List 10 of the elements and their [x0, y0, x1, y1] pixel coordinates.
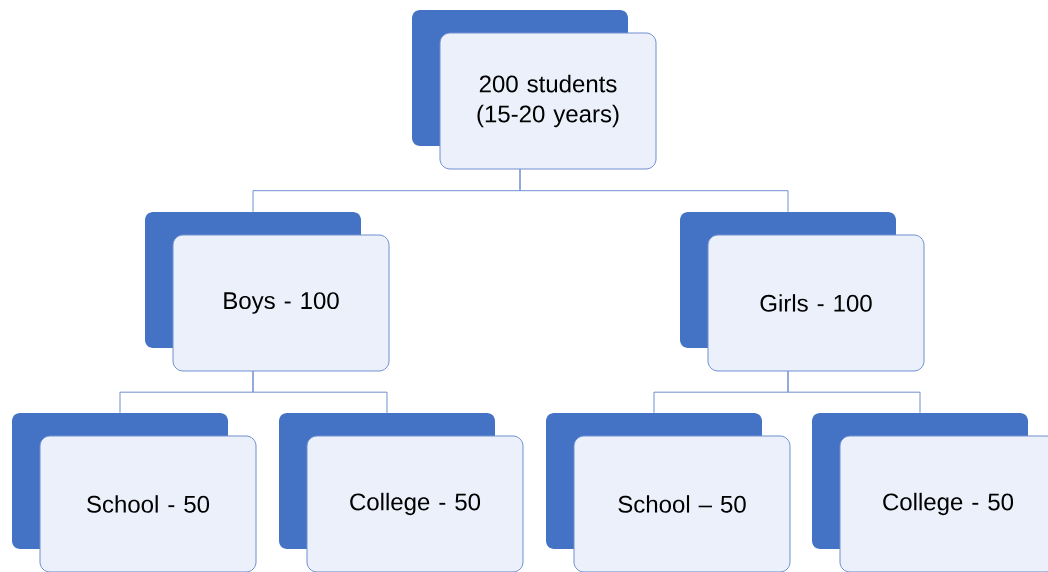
connector-line — [519, 168, 789, 213]
org-box: Girls - 100 — [680, 212, 925, 372]
org-box: Boys - 100 — [145, 212, 390, 372]
org-box: College - 50 — [812, 413, 1048, 572]
org-box: School - 50 — [12, 413, 257, 572]
connector-line — [252, 370, 388, 414]
org-box: School – 50 — [546, 413, 791, 572]
org-box: College - 50 — [279, 413, 524, 572]
org-box: 200 students (15-20 years) — [412, 10, 657, 170]
connector-line — [787, 370, 921, 414]
